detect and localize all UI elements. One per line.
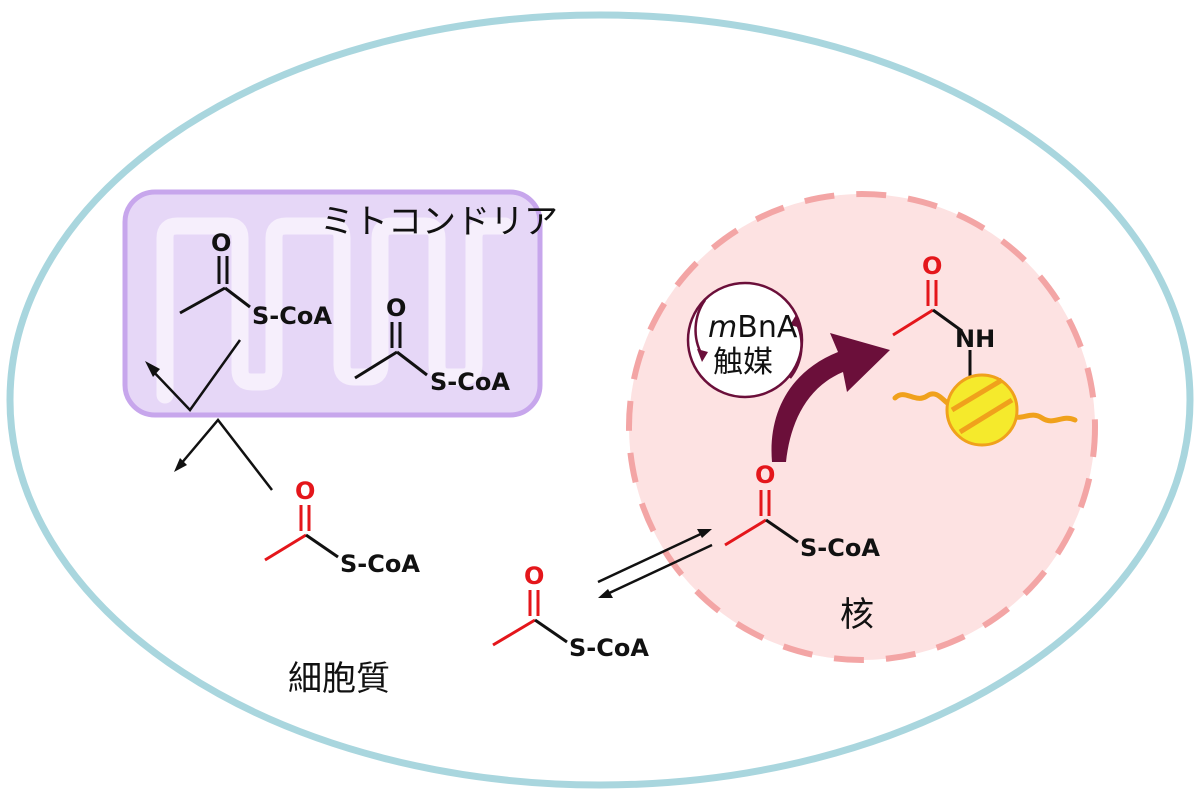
coa-label: S-CoA <box>430 368 510 396</box>
bond <box>224 286 251 309</box>
equilibrium-forward <box>597 530 706 584</box>
amide-nh-label: NH <box>955 325 995 353</box>
histone-stripe <box>950 377 1004 413</box>
catalyst-reaction-arrow <box>771 333 890 462</box>
acetyl-coa-mito-2: O S-CoA <box>354 294 510 396</box>
dna-strand <box>892 391 955 408</box>
mbna-catalyst: mBnA 触媒 <box>686 281 804 399</box>
mito-export-arrow-upper <box>149 339 242 412</box>
bond <box>354 350 398 380</box>
mitochondria-label: ミトコンドリア <box>320 202 558 242</box>
nucleus-label: 核 <box>840 595 874 635</box>
acetyl-bond <box>264 533 307 562</box>
histone-stripe <box>958 397 1014 435</box>
thioester-bond <box>534 618 568 644</box>
oxygen-atom: O <box>386 294 406 322</box>
bond <box>179 286 226 315</box>
arrowhead <box>790 315 801 328</box>
acetyl-bond <box>492 618 536 647</box>
catalyst-sub-label: 触媒 <box>713 345 773 380</box>
oxygen-atom: O <box>922 252 942 280</box>
oxygen-atom: O <box>755 461 775 489</box>
coa-label: S-CoA <box>340 550 420 578</box>
catalyst-cycle-arrow <box>789 321 803 379</box>
coa-label: S-CoA <box>569 634 649 662</box>
arrowhead <box>174 458 187 472</box>
oxygen-atom: O <box>295 477 315 505</box>
mito-export-arrows <box>145 339 273 491</box>
arrowhead <box>697 349 708 362</box>
acetyl-bond <box>724 518 767 547</box>
arrowhead <box>598 589 613 598</box>
thioester-bond <box>305 533 339 559</box>
acetyl-coa-cytoplasm-1: O S-CoA <box>264 477 420 578</box>
acetyl-coa-nucleus: O S-CoA <box>724 461 880 562</box>
amide-bond <box>932 308 963 333</box>
mito-export-arrow-lower <box>179 418 273 491</box>
mitochondrion-cristae <box>156 217 514 404</box>
nuclear-envelope <box>626 191 1098 663</box>
coa-label: S-CoA <box>252 302 332 330</box>
catalyst-name-italic: m <box>708 310 737 345</box>
coa-label: S-CoA <box>800 534 880 562</box>
oxygen-atom: O <box>211 229 231 257</box>
acetyl-coa-mito-1: O S-CoA <box>179 229 332 330</box>
acetylated-lysine: O NH <box>892 252 995 380</box>
mitochondrion: ミトコンドリア <box>122 189 558 418</box>
oxygen-atom: O <box>524 562 544 590</box>
catalyst-name-rest: BnA <box>737 310 798 345</box>
thioester-bond <box>765 518 799 544</box>
acetyl-bond <box>892 308 934 337</box>
catalyst-arrow-body <box>771 333 890 462</box>
catalyst-name: mBnA <box>708 310 798 345</box>
bond <box>396 350 428 377</box>
equilibrium-arrows <box>597 529 713 598</box>
arrowhead <box>145 361 160 377</box>
nucleus: 核 <box>626 191 1098 663</box>
equilibrium-backward <box>604 543 713 597</box>
acetyl-coa-cytoplasm-2: O S-CoA <box>492 562 649 662</box>
cytoplasm-label: 細胞質 <box>288 659 390 699</box>
arrowhead <box>697 529 712 538</box>
dna-strand <box>1007 412 1078 424</box>
histone-core <box>945 373 1019 447</box>
nucleosome <box>892 373 1078 447</box>
